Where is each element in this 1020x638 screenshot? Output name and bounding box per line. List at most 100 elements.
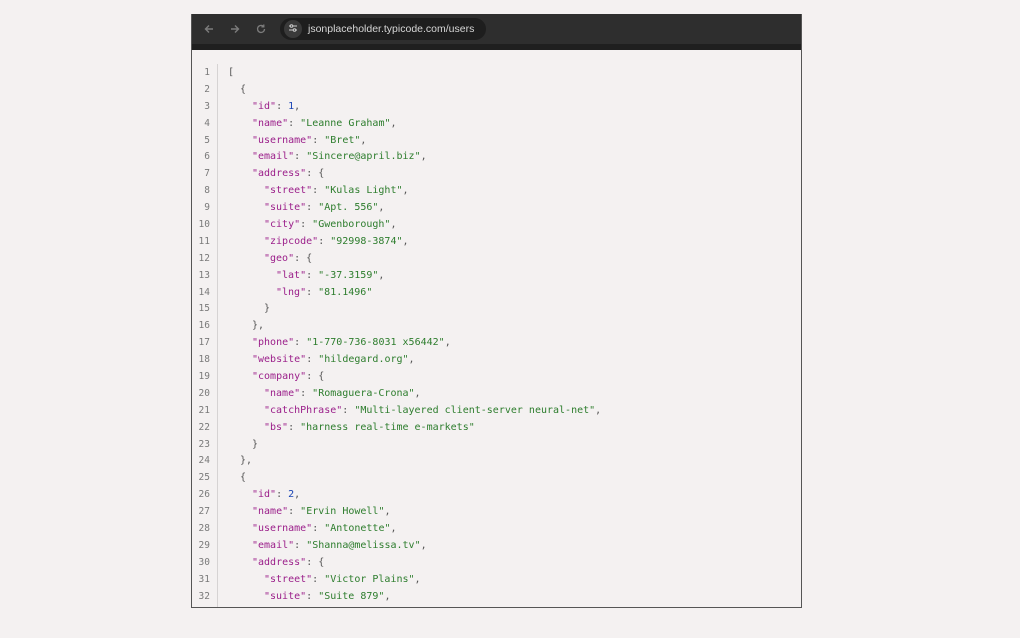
json-str-token: "Ervin Howell" [300,506,385,518]
gutter-divider [217,131,218,149]
code-line: 10 "city": "Gwenborough", [192,216,801,233]
json-pun-token: : [288,506,301,518]
line-number: 9 [204,202,210,214]
code-line: 26"id": 2, [192,486,801,504]
json-pun-token: : { [306,370,325,382]
browser-window: jsonplaceholder.typicode.com/users 1[2{3… [191,14,802,608]
code-line: 15} [192,300,801,318]
json-pun-token: : [306,202,319,214]
json-pun-token: : [342,404,355,416]
line-number: 33 [192,607,217,608]
json-pun-token: , [414,573,421,585]
code-line: 19"company": { [192,368,801,385]
forward-button[interactable] [224,18,246,40]
line-number: 30 [198,556,210,568]
code-text: "city": "Wisokyburgh", [228,607,396,608]
code-text: "name": "Leanne Graham", [228,118,397,129]
code-line: 11"zipcode": "92998-3874", [192,232,801,250]
gutter-divider [217,216,218,233]
json-str-token: "Wisokyburgh" [312,607,390,608]
json-pun-token: : [300,607,312,608]
code-line: 13"lat": "-37.3159", [192,266,801,284]
code-line: 16}, [192,317,801,335]
line-number: 14 [198,286,210,298]
gutter-divider [217,351,218,369]
code-text: "username": "Bret", [228,135,366,146]
json-str-token: "Suite 879" [318,590,385,602]
gutter-divider [217,64,218,81]
json-pun-token: : [306,354,319,366]
code-line: 3 "id": 1, [192,97,801,115]
json-pun-token: : [306,590,319,602]
line-number: 16 [198,320,210,332]
reload-icon [255,23,267,35]
code-text: "street": "Victor Plains", [228,574,421,585]
json-key-token: "suite" [264,202,307,214]
json-pun-token: }, [240,455,253,467]
code-line: 20 "name": "Romaguera-Crona", [192,384,801,402]
code-text: "suite": "Suite 879", [228,591,390,602]
gutter-divider [217,469,218,487]
json-str-token: "Sincere@april.biz" [306,151,421,163]
code-text: "city": "Gwenborough", [228,219,396,230]
code-text: "name": "Ervin Howell", [228,506,391,517]
json-pun-token: , [402,185,409,197]
code-text: [ [228,67,234,78]
site-info-button[interactable] [284,20,302,38]
json-pun-token: , [408,354,415,366]
line-number: 32 [198,590,210,602]
code-text: "id": 2, [228,489,300,500]
json-key-token: "lng" [276,286,307,298]
json-pun-token: [ [228,66,235,78]
line-number: 10 [198,218,210,230]
json-pun-token: , [420,151,427,163]
json-pun-token: : { [294,252,313,264]
gutter-divider [217,553,218,571]
json-pun-token: , [390,117,397,129]
code-line: 9 "suite": "Apt. 556", [192,199,801,217]
json-key-token: "address" [252,168,307,180]
gutter-divider [217,334,218,352]
code-text: "phone": "1-770-736-8031 x56442", [228,337,451,348]
json-key-token: "phone" [252,337,295,349]
code-text: "zipcode": "92998-3874", [228,236,409,247]
json-key-token: "website" [252,354,307,366]
line-number: 20 [198,387,210,399]
json-str-token: "Gwenborough" [312,218,391,230]
json-pun-token: : [306,286,319,298]
line-number: 18 [198,354,210,366]
line-number: 8 [204,185,210,197]
json-pun-token: : [288,421,301,433]
code-text: "suite": "Apt. 556", [228,202,384,213]
json-pun-token: } [252,438,259,450]
code-text: "name": "Romaguera-Crona", [228,388,421,399]
gutter-divider [217,452,218,470]
json-key-token: "name" [252,117,289,129]
gutter-divider [217,503,218,521]
json-pun-token: { [240,83,247,95]
line-number: 21 [198,404,210,416]
url-text[interactable]: jsonplaceholder.typicode.com/users [308,23,475,35]
json-key-token: "lat" [276,269,307,281]
gutter-divider [217,199,218,217]
arrow-left-icon [203,23,215,35]
code-text: "id": 1, [228,101,300,112]
json-key-token: "name" [264,387,301,399]
code-text: "street": "Kulas Light", [228,185,409,196]
line-number: 3 [204,100,210,112]
json-pun-token: : [294,539,307,551]
line-number: 28 [198,522,210,534]
code-line: 30"address": { [192,553,801,571]
json-key-token: "email" [252,151,295,163]
json-pun-token: , [414,387,421,399]
back-button[interactable] [198,18,220,40]
reload-button[interactable] [250,18,272,40]
gutter-divider [217,148,218,166]
address-bar[interactable]: jsonplaceholder.typicode.com/users [280,18,487,40]
json-num-token: 1 [288,100,295,112]
json-pun-token: , [390,607,396,608]
gutter-divider [217,80,218,98]
json-key-token: "email" [252,539,295,551]
code-text: "lng": "81.1496" [228,287,372,298]
code-line: 5"username": "Bret", [192,131,801,149]
